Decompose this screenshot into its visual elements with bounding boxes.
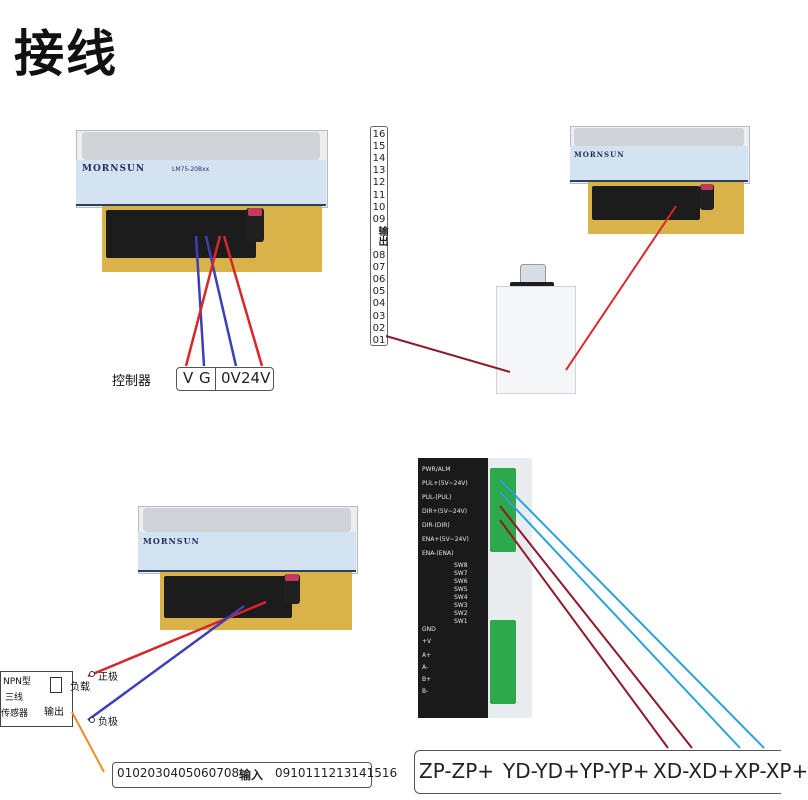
terminal-0v: 0V: [221, 369, 241, 387]
strip-number: 01: [372, 334, 386, 346]
load-coil: [50, 677, 62, 693]
driver-label: PUL+(5V~24V): [422, 480, 468, 487]
driver-label: SW1: [454, 618, 468, 625]
bottom-label-x: XD-XD+XP-XP+: [653, 759, 808, 783]
power-supply-image-3: MORNSUN: [138, 506, 358, 636]
strip-number: 06: [372, 274, 386, 286]
npn-sensor-box: NPN型 三线 传感器: [0, 671, 36, 727]
strip-number: 16: [372, 129, 386, 140]
controller-label: 控制器: [112, 374, 152, 389]
driver-label: PUL-(PUL): [422, 494, 452, 501]
strip-number: 14: [372, 153, 386, 165]
strip-number: 03: [372, 310, 386, 322]
positive-label: 正极: [98, 672, 118, 683]
driver-label: +V: [422, 638, 432, 645]
driver-label: A-: [422, 664, 429, 671]
input-strip-left: 0102030405060708: [117, 766, 240, 780]
model-label: LM75-20Bxx: [172, 166, 210, 173]
driver-label: SW4: [454, 594, 468, 601]
strip-number: 09: [372, 213, 386, 225]
driver-label: GND: [422, 626, 436, 633]
driver-label: SW5: [454, 586, 468, 593]
driver-label: DIR-(DIR): [422, 522, 450, 529]
driver-label: SW6: [454, 578, 468, 585]
brand-label-3: MORNSUN: [143, 536, 200, 546]
brand-label: MORNSUN: [82, 164, 146, 174]
driver-label: ENA-(ENA): [422, 550, 454, 557]
wire-output-01: [385, 335, 511, 373]
load-label: 负载: [70, 682, 90, 693]
driver-label: SW2: [454, 610, 468, 617]
bottom-label-z: ZP-ZP+: [419, 759, 495, 783]
stepper-driver: PWR/ALM PUL+(5V~24V) PUL-(PUL) DIR+(5V~24V)…: [418, 458, 488, 718]
npn-line-1: NPN型: [3, 677, 31, 687]
strip-number: 13: [372, 165, 386, 177]
terminal-24v: 24V: [241, 369, 271, 387]
driver-label: ENA+(5V~24V): [422, 536, 469, 543]
npn-line-3: 传感器: [1, 709, 29, 719]
controller-terminal-box: V G 0V 24V: [176, 367, 274, 391]
terminal-v: V: [183, 369, 194, 387]
driver-terminal-block-top: [490, 468, 516, 552]
node-positive: [89, 671, 95, 677]
driver-label: B+: [422, 676, 432, 683]
strip-label: 输出: [376, 225, 387, 246]
strip-number: 08: [372, 250, 386, 261]
strip-number: 11: [372, 189, 386, 201]
negative-label: 负极: [98, 717, 118, 728]
strip-number: 02: [372, 322, 386, 334]
strip-number: 05: [372, 286, 386, 298]
wire-pul-plus: [499, 479, 765, 749]
driver-label: PWR/ALM: [422, 466, 451, 473]
wire-pul-minus: [499, 491, 741, 749]
strip-number: 12: [372, 177, 386, 189]
power-supply-image-2: MORNSUN: [570, 126, 750, 238]
relay-schematic: [496, 286, 576, 394]
driver-label: B-: [422, 688, 429, 695]
driver-label: SW7: [454, 570, 468, 577]
driver-label: A+: [422, 652, 432, 659]
driver-label: SW3: [454, 602, 468, 609]
power-supply-image-1: MORNSUN LM75-20Bxx: [76, 130, 328, 280]
strip-number: 07: [372, 262, 386, 274]
strip-number: 10: [372, 201, 386, 213]
driver-label: DIR+(5V~24V): [422, 508, 467, 515]
bottom-label-y: YD-YD+YP-YP+: [503, 759, 650, 783]
driver-label: SW8: [454, 562, 468, 569]
output-label: 输出: [44, 707, 64, 718]
npn-line-2: 三线: [5, 693, 24, 703]
strip-number: 04: [372, 298, 386, 310]
driver-terminal-block-bottom: [490, 620, 516, 704]
terminal-g: G: [199, 369, 211, 387]
input-terminal-strip: 0102030405060708 输入 0910111213141516: [112, 762, 397, 788]
input-strip-mid: 输入: [239, 768, 264, 782]
strip-number: 15: [372, 141, 386, 153]
page-title: 接线: [14, 25, 118, 83]
node-negative: [89, 717, 95, 723]
motion-controller-terminal-bar: ZP-ZP+ YD-YD+YP-YP+ XD-XD+XP-XP+: [414, 750, 808, 794]
brand-label-2: MORNSUN: [574, 150, 625, 159]
input-strip-right: 0910111213141516: [275, 766, 398, 780]
